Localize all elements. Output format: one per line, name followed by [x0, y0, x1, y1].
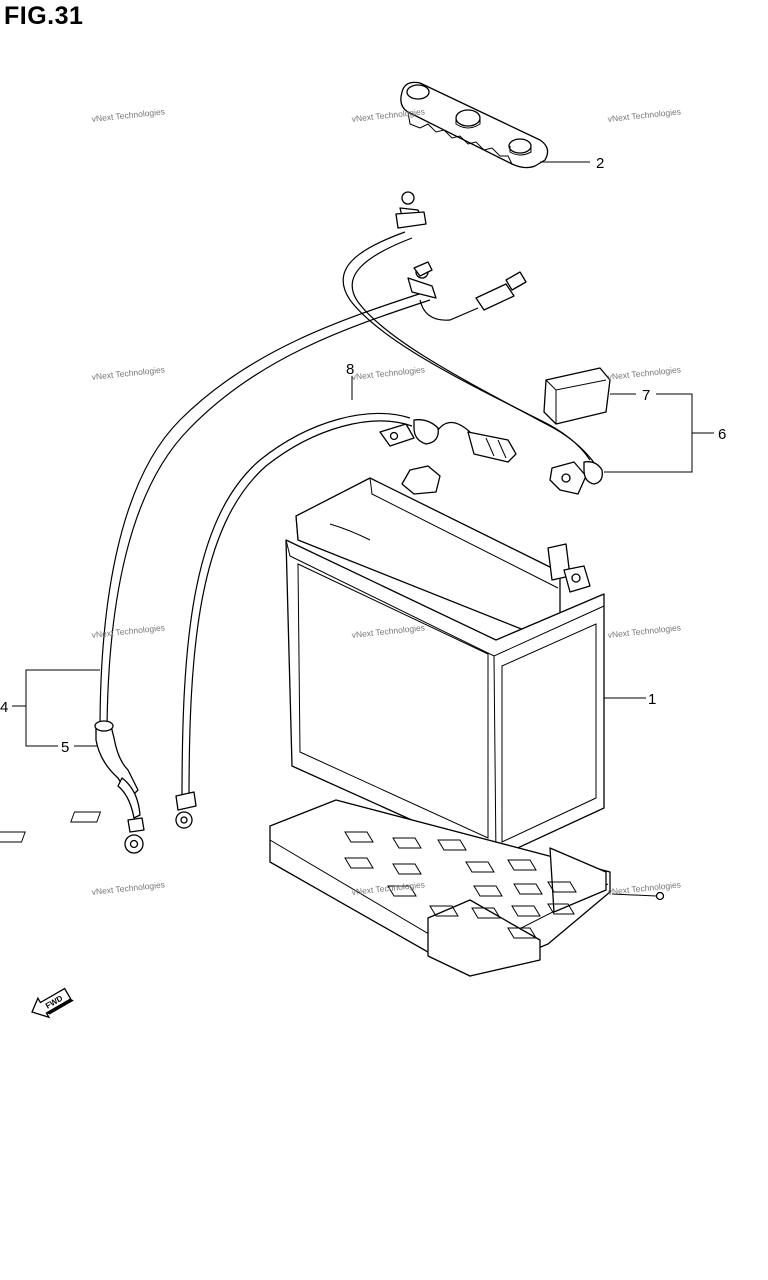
terminal-boot-part-5[interactable] [94, 720, 145, 854]
figure-title: FIG.31 [4, 2, 84, 30]
watermark: vNext Technologies [607, 622, 681, 640]
battery-part-1[interactable] [285, 465, 605, 859]
callout-2: 2 [596, 155, 604, 172]
leader-lines [12, 161, 714, 897]
callout-6: 6 [718, 426, 726, 443]
negative-lead[interactable] [342, 191, 603, 495]
watermark: vNext Technologies [351, 106, 425, 124]
callout-4: 4 [0, 699, 8, 716]
sub-wire-with-connector[interactable] [419, 271, 527, 321]
callout-5: 5 [61, 739, 69, 756]
watermark: vNext Technologies [607, 106, 681, 124]
callout-8: 8 [346, 361, 354, 378]
fuse-cover-part-7[interactable] [543, 367, 611, 425]
watermark: vNext Technologies [91, 622, 165, 640]
battery-tray[interactable] [0, 799, 665, 977]
watermark: vNext Technologies [351, 364, 425, 382]
watermark: vNext Technologies [607, 364, 681, 382]
watermark: vNext Technologies [91, 364, 165, 382]
callout-7: 7 [642, 387, 650, 404]
battery-cable-part-4[interactable] [99, 261, 437, 731]
callout-1: 1 [648, 691, 656, 708]
watermark: vNext Technologies [91, 106, 165, 124]
watermark: vNext Technologies [91, 879, 165, 897]
fwd-arrow-icon: FWD [31, 987, 74, 1019]
terminal-cover-part-2[interactable] [400, 81, 549, 169]
lead-wire-part-8[interactable] [175, 412, 517, 829]
watermark: vNext Technologies [607, 879, 681, 897]
